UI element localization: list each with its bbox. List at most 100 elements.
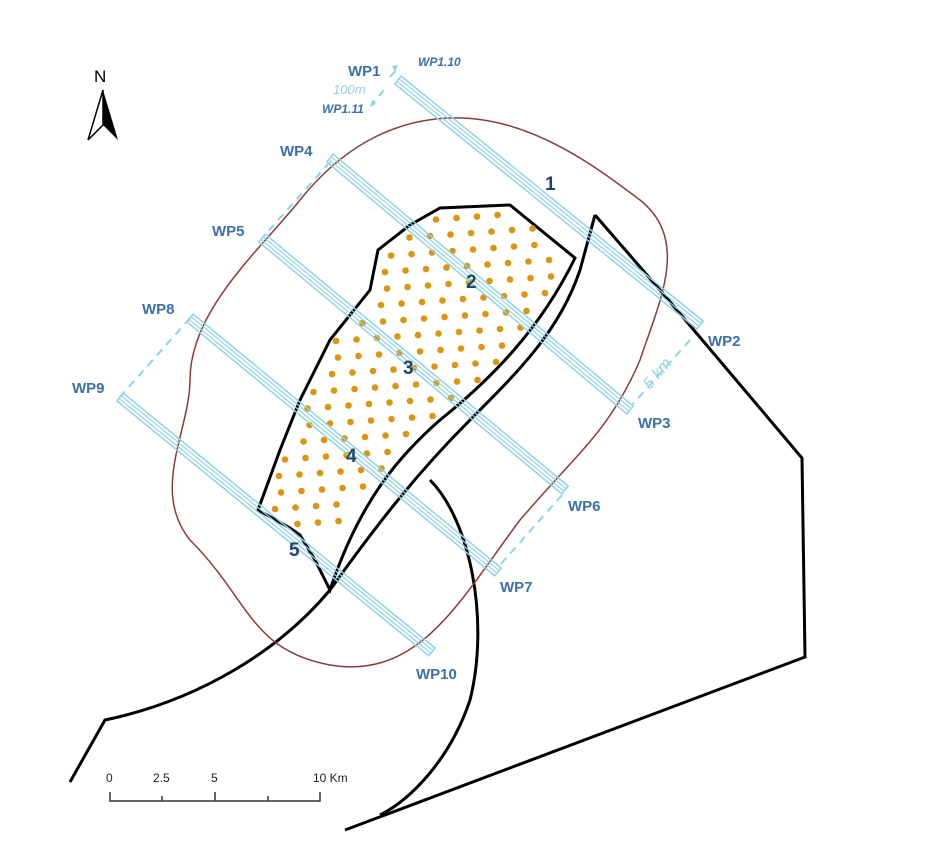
sampling-station [332,337,340,345]
arrow-icon [392,65,398,72]
sampling-station [398,300,405,307]
north-arrow-icon [87,89,118,141]
scale-tick-0: 0 [106,771,113,785]
transect-number-3: 3 [403,358,414,379]
sampling-station [445,280,452,288]
sampling-station [382,432,389,439]
sampling-station [369,367,377,375]
label-100m: 100m [333,82,366,97]
sampling-station [402,267,409,274]
sampling-station [416,348,424,355]
sampling-station [296,471,303,478]
sampling-station [402,430,410,438]
sampling-station [525,258,532,265]
sampling-station [412,381,420,388]
sampling-station [361,433,369,441]
sampling-station [547,273,555,280]
coastline-channel [379,478,480,817]
transect-number-5: 5 [289,540,300,561]
coastline [68,203,807,832]
sampling-station [300,438,307,445]
label-wp1-11: WP1.11 [322,102,364,116]
sampling-station [379,318,387,325]
sampling-station [408,414,416,421]
sampling-station [328,370,336,378]
sampling-station [432,216,440,223]
label-wp10: WP10 [416,666,457,683]
sampling-station [310,388,317,396]
sampling-station [476,327,483,334]
scale-bar [109,792,321,802]
sampling-station [437,346,444,354]
sampling-station [455,328,463,336]
sampling-station [359,483,367,490]
label-wp5: WP5 [212,223,245,240]
sampling-station [347,418,354,426]
sampling-station [469,246,477,253]
sampling-station [439,297,446,304]
sampling-station [324,403,332,411]
sampling-station [394,333,401,340]
arrow-icon [370,100,376,107]
sampling-station [531,241,538,249]
scale-tick-2-5: 2.5 [153,771,170,785]
sampling-station [318,486,326,493]
sampling-station [387,252,395,259]
sampling-station [316,469,324,477]
sampling-station [271,505,279,513]
sampling-station [406,234,413,241]
sampling-station [420,315,428,322]
coastline-west [68,214,597,783]
sampling-station [494,211,501,219]
sampling-station [527,274,534,282]
sampling-station [386,399,393,406]
sampling-station [392,382,399,390]
transect-number-2: 2 [466,272,477,293]
label-wp2: WP2 [708,333,741,350]
transect-number-1: 1 [545,174,556,195]
sampling-station [486,277,493,285]
sampling-station [461,312,469,319]
sampling-station [384,448,391,456]
label-wp9: WP9 [72,380,105,397]
sampling-station [492,358,500,366]
sampling-station [500,292,508,300]
transects [115,75,705,657]
sampling-station [541,289,549,297]
north-label: N [94,67,106,86]
sampling-station [314,519,322,526]
sampling-station [480,294,487,301]
transect-4 [185,313,503,577]
sampling-station [529,225,536,232]
transect-1 [393,75,705,330]
scale-tick-10km: 10 Km [313,771,348,785]
sampling-station [431,363,438,370]
transect-connectors [119,67,691,566]
label-5km: 5 km [640,355,675,392]
sampling-station [443,264,450,271]
label-wp7: WP7 [500,579,533,596]
sampling-station [523,307,530,315]
sampling-station [330,387,338,394]
transect-number-4: 4 [346,446,357,467]
transect-5 [115,392,437,657]
sampling-station [490,244,497,252]
sampling-station [302,454,309,462]
sampling-station [351,385,358,393]
sampling-station [371,384,379,391]
sampling-station [418,298,426,306]
sampling-station [353,336,360,343]
sampling-station [365,400,373,408]
sampling-station [275,472,283,480]
sampling-station [508,226,516,234]
sampling-station [441,313,448,321]
label-wp6: WP6 [568,498,601,515]
sampling-station [363,450,371,457]
sampling-station [375,351,383,358]
sampling-station [422,265,430,273]
sampling-station [320,436,328,444]
sampling-station [345,402,352,409]
sampling-station [496,325,504,333]
sampling-station [447,231,454,238]
